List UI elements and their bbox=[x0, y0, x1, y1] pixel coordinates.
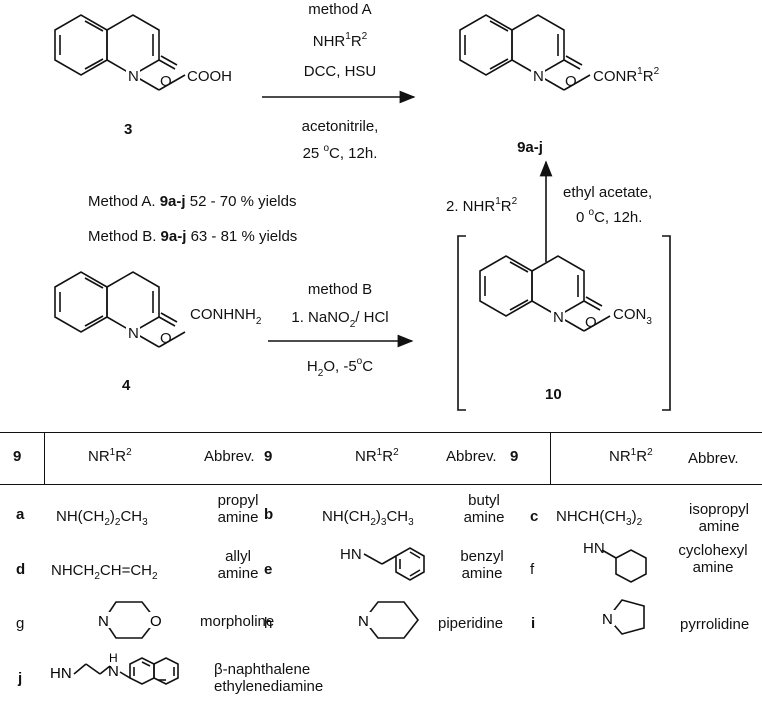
yield-method-a: Method A. 9a-j 52 - 70 % yields bbox=[88, 193, 296, 210]
svg-text:N: N bbox=[602, 611, 613, 628]
method-a-coupling: DCC, HSU bbox=[304, 63, 377, 80]
compound-9: N O CONR1R2 9a-j bbox=[459, 14, 660, 156]
reaction-scheme: N O COOH 3 method A NHR1R2 DCC, HSU acet… bbox=[54, 1, 671, 411]
method-a-conditions: 25 oC, 12h. bbox=[303, 143, 378, 162]
method-a-amine: NHR1R2 bbox=[313, 31, 368, 50]
svg-text:N: N bbox=[533, 68, 544, 85]
morpholine-structure: N O bbox=[97, 601, 163, 639]
row-f-hn: HN bbox=[583, 540, 605, 557]
cmpd3-label: 3 bbox=[124, 121, 132, 138]
method-b-title: method B bbox=[308, 281, 372, 298]
row-c-amine: NHCH(CH3)2 bbox=[556, 508, 643, 528]
row-i-id: i bbox=[531, 615, 536, 632]
row-a-amine: NH(CH2)2CH3 bbox=[56, 508, 148, 528]
row-h-abbrev: piperidine bbox=[438, 615, 504, 632]
header-abbrev-col1: Abbrev. bbox=[204, 448, 255, 465]
svg-text:O: O bbox=[150, 613, 162, 630]
svg-text:O: O bbox=[565, 73, 577, 90]
header-nr-col3: NR1R2 bbox=[609, 447, 653, 466]
method-b-step1: 1. NaNO2/ HCl bbox=[291, 309, 388, 330]
table-header-rule bbox=[0, 484, 762, 486]
brackets bbox=[457, 235, 671, 411]
row-i-abbrev: pyrrolidine bbox=[680, 616, 750, 633]
header-nr-col1: NR1R2 bbox=[88, 447, 132, 466]
cyclohexyl-structure bbox=[601, 549, 647, 583]
cmpd4-label: 4 bbox=[122, 377, 131, 394]
svg-text:H: H bbox=[109, 651, 118, 665]
row-b-amine: NH(CH2)3CH3 bbox=[322, 508, 414, 528]
svg-text:N: N bbox=[128, 325, 139, 342]
step2-amine: 2. NHR1R2 bbox=[446, 196, 518, 215]
method-a-title: method A bbox=[308, 1, 371, 18]
row-c-id: c bbox=[530, 508, 539, 525]
carbonyl-o: O bbox=[160, 73, 172, 90]
header-9-col1: 9 bbox=[13, 448, 22, 465]
svg-text:N: N bbox=[358, 613, 369, 630]
row-d-id: d bbox=[16, 561, 26, 578]
row-g-id: g bbox=[16, 615, 25, 632]
yield-method-b: Method B. 9a-j 63 - 81 % yields bbox=[88, 228, 297, 245]
row-f-id: f bbox=[530, 561, 535, 578]
header-9-col2: 9 bbox=[264, 448, 273, 465]
svg-text:HN: HN bbox=[50, 665, 72, 682]
cmpd10-label: 10 bbox=[545, 386, 562, 403]
cmpd3-substituent: COOH bbox=[187, 68, 232, 85]
col-divider-1 bbox=[44, 432, 46, 484]
row-e-id: e bbox=[264, 561, 273, 578]
step2-conditions: 0 oC, 12h. bbox=[576, 207, 642, 226]
row-d-amine: NHCH2CH=CH2 bbox=[51, 562, 158, 582]
ring-n: N bbox=[128, 68, 139, 85]
method-b-conditions: H2O, -5oC bbox=[307, 356, 373, 379]
col-divider-2 bbox=[550, 432, 552, 484]
row-h-id: h bbox=[264, 615, 273, 632]
svg-text:N: N bbox=[98, 613, 109, 630]
svg-text:N: N bbox=[553, 309, 564, 326]
row-b-id: b bbox=[264, 506, 274, 523]
pyrrolidine-structure: N bbox=[601, 599, 645, 635]
row-j-id: j bbox=[18, 670, 23, 687]
header-abbrev-col2: Abbrev. bbox=[446, 448, 497, 465]
header-9-col3: 9 bbox=[510, 448, 519, 465]
naphthyl-ethylenediamine-structure: HN H N bbox=[50, 651, 179, 685]
svg-text:N: N bbox=[108, 663, 119, 680]
cmpd9-substituent: CONR1R2 bbox=[593, 66, 660, 85]
cmpd4-substituent: CONHNH2 bbox=[190, 306, 262, 327]
step2-solvent: ethyl acetate, bbox=[563, 184, 652, 201]
cmpd9-label: 9a-j bbox=[517, 139, 543, 156]
benzyl-structure bbox=[363, 547, 425, 581]
compound-3: N O COOH 3 bbox=[54, 14, 232, 138]
method-a-solvent: acetonitrile, bbox=[302, 118, 379, 135]
svg-text:O: O bbox=[585, 314, 597, 331]
compound-10: N O CON3 10 bbox=[479, 255, 652, 403]
row-e-hn: HN bbox=[340, 546, 362, 563]
cmpd10-substituent: CON3 bbox=[613, 306, 652, 327]
svg-text:O: O bbox=[160, 330, 172, 347]
header-nr-col2: NR1R2 bbox=[355, 447, 399, 466]
row-a-id: a bbox=[16, 506, 25, 523]
table-top-rule bbox=[0, 432, 762, 434]
piperidine-structure: N bbox=[357, 601, 420, 639]
header-abbrev-col3: Abbrev. bbox=[688, 450, 739, 467]
compound-4: N O CONHNH2 4 bbox=[54, 271, 262, 394]
amine-table: 9 NR1R2 Abbrev. 9 NR1R2 Abbrev. 9 NR1R2 … bbox=[0, 428, 762, 702]
row-g-abbrev: morpholine bbox=[200, 613, 275, 630]
